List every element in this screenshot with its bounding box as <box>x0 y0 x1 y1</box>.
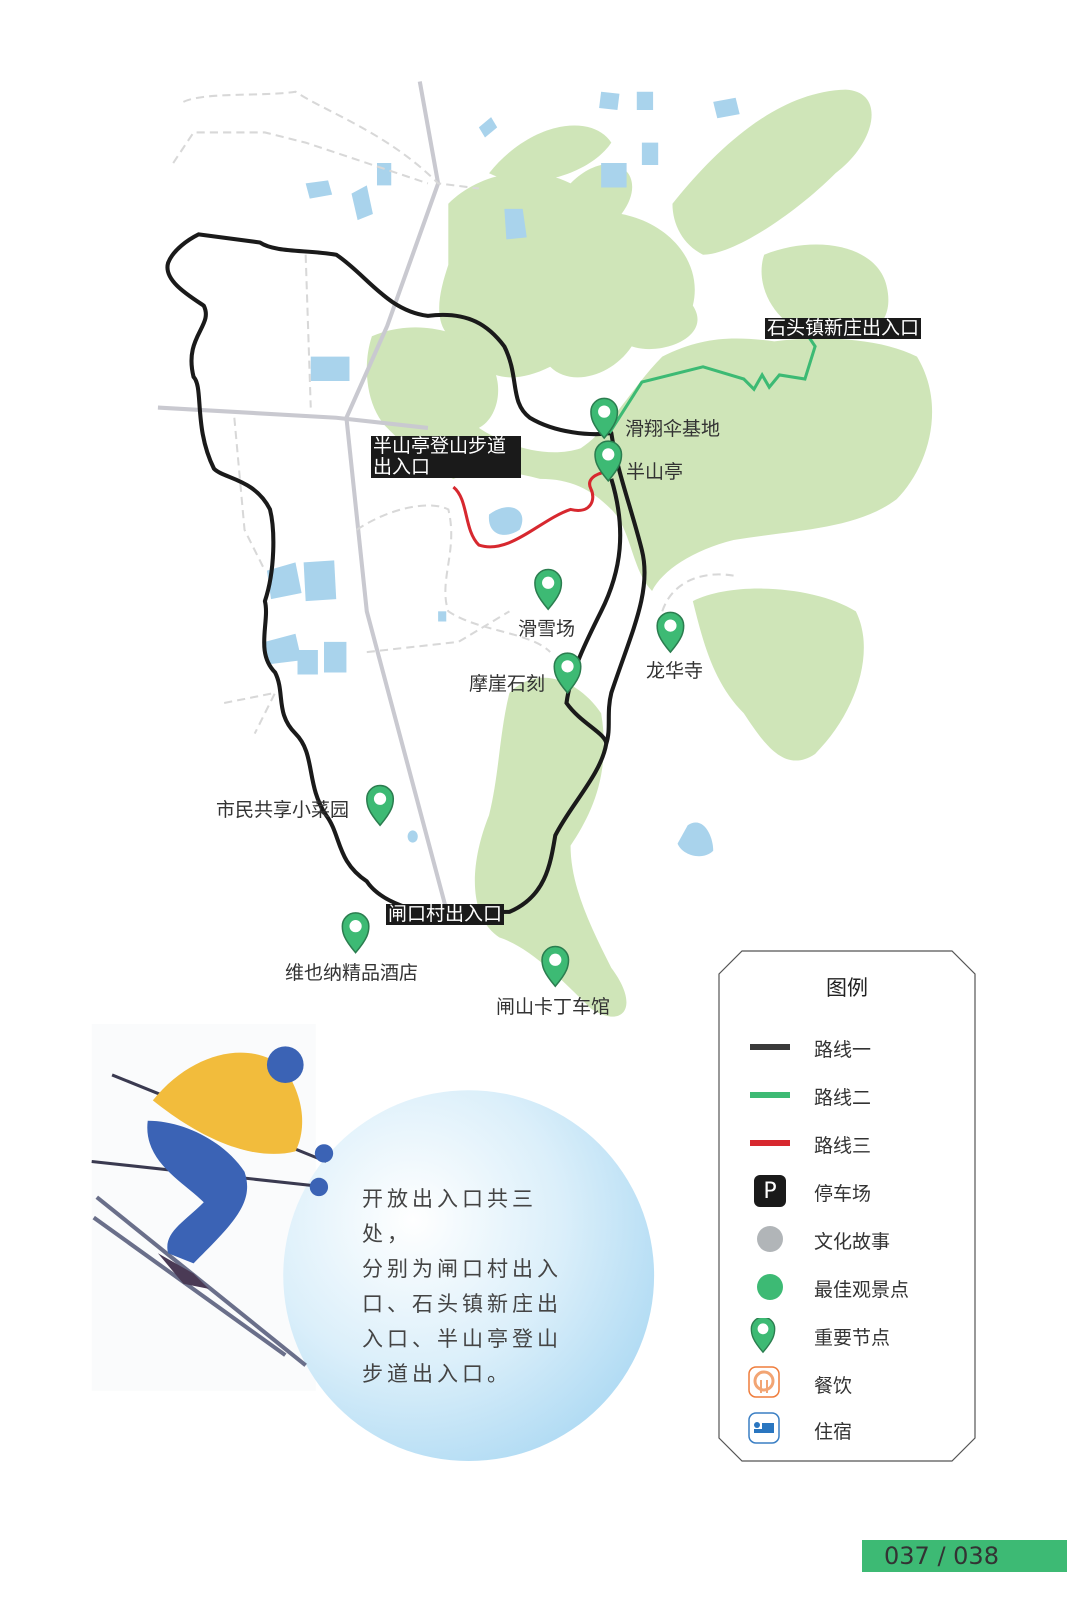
route-two <box>607 330 817 434</box>
parking-icon: P <box>754 1175 786 1207</box>
legend-item-node: 重要节点 <box>718 1318 976 1354</box>
exit-label-zhakou: 闸口村出入口 <box>386 903 505 925</box>
exit-label-banshan-line1: 半山亭登山步道 <box>373 435 507 457</box>
exit-label-banshan: 半山亭登山步道 出入口 <box>371 436 521 478</box>
viewpoint-dot-icon <box>757 1274 783 1300</box>
node-label-hotel: 维也纳精品酒店 <box>285 962 419 984</box>
legend-label: 最佳观景点 <box>814 1279 910 1301</box>
culture-dot-icon <box>757 1226 783 1252</box>
exit-label-banshan-line2: 出入口 <box>373 456 431 478</box>
node-label-banshanting: 半山亭 <box>626 461 684 483</box>
node-label-garden: 市民共享小菜园 <box>216 799 350 821</box>
dining-icon <box>748 1366 780 1398</box>
legend-label: 路线三 <box>814 1135 872 1157</box>
info-line: 开放出入口共三处， <box>362 1187 537 1246</box>
pin-garden[interactable] <box>366 784 395 827</box>
skier-illustration <box>91 1046 334 1367</box>
legend-item-viewpoint: 最佳观景点 <box>718 1270 976 1304</box>
pin-hotel[interactable] <box>341 912 370 954</box>
node-label-longhua: 龙华寺 <box>646 660 704 682</box>
legend-label: 重要节点 <box>814 1327 891 1349</box>
legend-item-parking: P 停车场 <box>718 1174 976 1208</box>
info-line: 口、石头镇新庄出 <box>362 1292 562 1316</box>
legend-frame <box>718 950 976 1462</box>
node-label-moya: 摩崖石刻 <box>469 673 546 695</box>
pin-ski[interactable] <box>534 568 563 611</box>
pin-longhua[interactable] <box>656 611 685 653</box>
legend-label: 餐饮 <box>814 1375 853 1397</box>
info-line: 步道出入口。 <box>362 1362 512 1386</box>
water-bodies <box>264 91 740 857</box>
route2-line-icon <box>750 1092 790 1098</box>
info-bubble <box>283 1090 655 1462</box>
node-label-karting: 闸山卡丁车馆 <box>496 996 611 1018</box>
legend-label: 停车场 <box>814 1183 872 1205</box>
pin-icon <box>750 1318 776 1354</box>
info-line: 分别为闸口村出入 <box>362 1257 562 1281</box>
legend-item-dining: 餐饮 <box>718 1366 976 1400</box>
info-text: 开放出入口共三处， 分别为闸口村出入 口、石头镇新庄出 入口、半山亭登山 步道出… <box>362 1182 582 1392</box>
legend-item-route2: 路线二 <box>718 1078 976 1112</box>
legend-item-lodging: 住宿 <box>718 1412 976 1446</box>
green-areas <box>366 89 933 1017</box>
legend-item-route1: 路线一 <box>718 1030 976 1064</box>
legend-label: 路线二 <box>814 1087 872 1109</box>
legend: 图例 路线一 路线二 路线三 P 停车场 文化故事 最佳观景点 重要节点 餐饮 … <box>718 950 976 1462</box>
legend-item-route3: 路线三 <box>718 1126 976 1160</box>
info-line: 入口、半山亭登山 <box>362 1327 562 1351</box>
node-label-paraglide: 滑翔伞基地 <box>625 418 721 440</box>
lodging-icon <box>748 1412 780 1444</box>
route-one-branch <box>564 478 623 745</box>
roads <box>157 81 451 918</box>
paths <box>172 90 734 735</box>
legend-title: 图例 <box>826 976 868 1000</box>
legend-label: 住宿 <box>814 1421 853 1443</box>
legend-label: 文化故事 <box>814 1231 891 1253</box>
route1-line-icon <box>750 1044 790 1050</box>
route3-line-icon <box>750 1140 790 1146</box>
page-number-bar: 037 / 038 <box>862 1540 1067 1572</box>
legend-item-culture: 文化故事 <box>718 1222 976 1256</box>
exit-label-shitou: 石头镇新庄出入口 <box>765 317 922 339</box>
legend-label: 路线一 <box>814 1039 872 1061</box>
node-label-ski: 滑雪场 <box>518 618 576 640</box>
route-three <box>452 470 607 549</box>
page-number: 037 / 038 <box>884 1542 999 1570</box>
